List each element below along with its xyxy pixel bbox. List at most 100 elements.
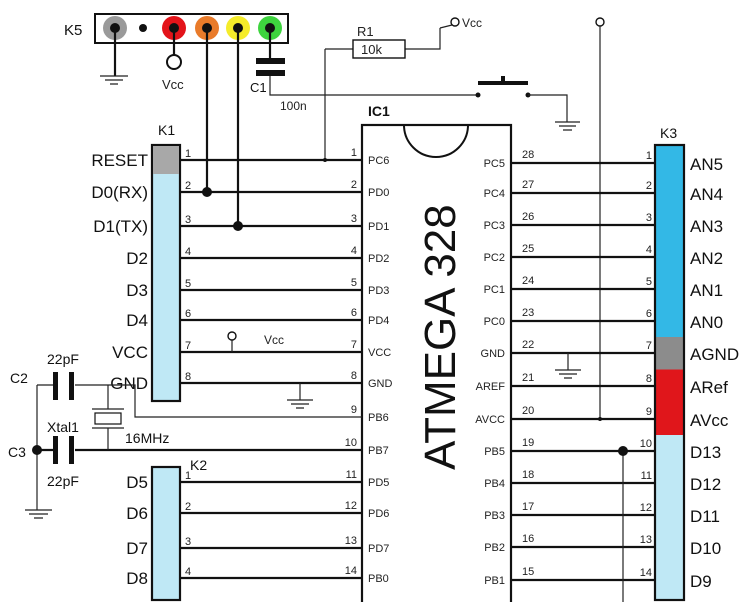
k1-pin-number: 7 <box>185 340 191 352</box>
ic-pin-number: 4 <box>351 245 357 257</box>
ic-pin-number: 23 <box>522 307 534 319</box>
ic1-label: IC1 <box>368 103 390 119</box>
ic-pin-number: 24 <box>522 275 534 287</box>
k2-pin-label: D8 <box>126 569 148 588</box>
k2-pin-label: D7 <box>126 539 148 558</box>
k3-pin-segment <box>656 531 683 564</box>
ic-pin-number: 18 <box>522 469 534 481</box>
ic-pin-number: 27 <box>522 179 534 191</box>
k3-pin-segment <box>656 337 683 370</box>
k3-pin-number: 5 <box>646 276 652 288</box>
k2-pin-label: D6 <box>126 504 148 523</box>
vcc-terminal-icon <box>166 54 182 70</box>
ic-pin-name: PC1 <box>484 284 505 296</box>
vcc-terminal-icon <box>227 331 237 341</box>
k3-pin-label: AN0 <box>690 313 723 332</box>
k2-pin-number: 2 <box>185 501 191 513</box>
k3-pin-number: 13 <box>640 534 652 546</box>
k3-pin-number: 2 <box>646 180 652 192</box>
reset-button-icon <box>475 76 580 131</box>
k3-pin-number: 9 <box>646 406 652 418</box>
ic-pin-number: 11 <box>346 469 357 481</box>
k3-pin-label: AGND <box>690 345 739 364</box>
k5-label: K5 <box>64 22 82 39</box>
k3-pin-segment <box>656 467 683 499</box>
vcc-label-k1: Vcc <box>264 333 284 347</box>
vcc-label: Vcc <box>162 77 184 92</box>
k3-pin-segment <box>656 273 683 305</box>
k3-pin-label: AVcc <box>690 411 729 430</box>
k2-pin-number: 1 <box>185 470 191 482</box>
k3-pin-number: 14 <box>640 567 652 579</box>
ic-pin-name: PC5 <box>484 158 505 170</box>
k3-pin-segment <box>656 178 683 209</box>
xtal-label: Xtal1 <box>47 419 79 435</box>
ic-pin-number: 8 <box>351 370 357 382</box>
ic-pin-name: PD3 <box>368 285 389 297</box>
vcc-label-r1: Vcc <box>462 16 482 30</box>
k3-pin-segment <box>656 499 683 531</box>
ic-pin-number: 13 <box>345 535 357 547</box>
k2-pin-label: D5 <box>126 473 148 492</box>
k2-header <box>150 465 182 602</box>
k3-pin-label: D11 <box>690 507 720 526</box>
c2-value: 22pF <box>47 351 79 367</box>
k3-pin-label: AN5 <box>690 155 723 174</box>
ic-part-name: ATMEGA 328 <box>416 204 465 470</box>
ic-pin-number: 14 <box>345 565 357 577</box>
k1-label: K1 <box>158 122 175 138</box>
c3-value: 22pF <box>47 473 79 489</box>
ic-pin-name: PB0 <box>368 573 389 585</box>
ic-pin-number: 16 <box>522 533 534 545</box>
r1-value: 10k <box>361 42 382 57</box>
k3-pin-label: AN3 <box>690 217 723 236</box>
k1-pin-number: 4 <box>185 246 191 258</box>
k1-pin-number: 8 <box>185 371 191 383</box>
k1-pin-number: 1 <box>185 148 191 160</box>
ic-pin-name: PB6 <box>368 412 389 424</box>
k1-pin-label: D0(RX) <box>91 183 148 202</box>
ic-pin-number: 2 <box>351 179 357 191</box>
c3-label: C3 <box>8 444 26 460</box>
k3-pin-segment <box>656 241 683 273</box>
ic-pin-name: PC2 <box>484 252 505 264</box>
ic-pin-name: VCC <box>368 347 391 359</box>
k1-pin-number: 2 <box>185 180 191 192</box>
ic-pin-name: PB4 <box>484 478 505 490</box>
k5-header: K5 <box>64 13 289 44</box>
c1-label: C1 <box>250 80 267 95</box>
k3-pin-segment <box>656 402 683 435</box>
k2-pin-number: 3 <box>185 536 191 548</box>
ic-pin-name: PB7 <box>368 445 389 457</box>
ic-pin-number: 9 <box>351 404 357 416</box>
ic-pin-name: PD5 <box>368 477 389 489</box>
k3-pin-label: AN1 <box>690 281 723 300</box>
ground-icon <box>287 383 313 409</box>
k1-pin-label: D1(TX) <box>93 217 148 236</box>
ic-pin-name: PC3 <box>484 220 505 232</box>
ic-pin-number: 20 <box>522 405 534 417</box>
k1-header <box>150 143 182 403</box>
k3-pin-label: AN4 <box>690 185 723 204</box>
ic-pin-name: PB5 <box>484 446 505 458</box>
k3-header <box>653 143 686 602</box>
k5-pin <box>139 24 147 32</box>
ic-pin-name: PD2 <box>368 253 389 265</box>
ic-pin-name: PC6 <box>368 155 389 167</box>
k3-pin-number: 10 <box>640 438 652 450</box>
c1-capacitor-icon <box>256 58 285 64</box>
c1-value: 100n <box>280 99 307 113</box>
ic-pin-number: 1 <box>351 147 357 159</box>
k3-pin-segment <box>656 305 683 337</box>
k3-pin-number: 12 <box>640 502 652 514</box>
xtal-value: 16MHz <box>125 430 169 446</box>
vcc-terminal-icon <box>450 17 460 27</box>
k3-pin-segment <box>656 209 683 241</box>
k3-pin-segment <box>656 563 683 599</box>
ic-pin-name: PC0 <box>484 316 505 328</box>
k3-pin-number: 8 <box>646 373 652 385</box>
k1-pin-number: 5 <box>185 278 191 290</box>
k3-pin-label: D9 <box>690 572 712 591</box>
ic-pin-number: 25 <box>522 243 534 255</box>
ic-pin-number: 17 <box>522 501 534 513</box>
